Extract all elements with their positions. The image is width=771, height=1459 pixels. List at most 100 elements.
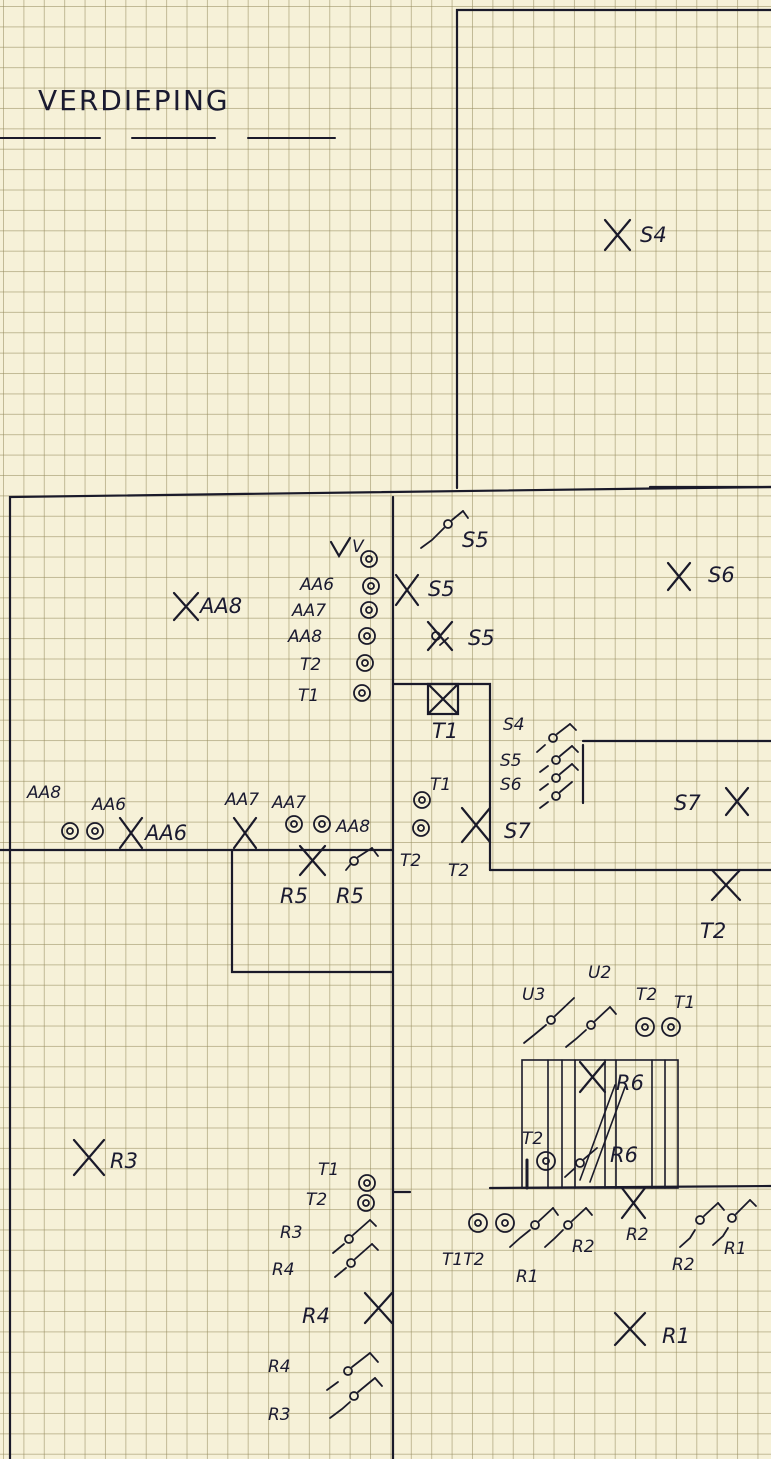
label-s5: S5 [428,577,455,601]
cross-icon [426,682,460,716]
socket-icon [313,815,331,833]
socket-icon [61,822,79,840]
label-s7: S7 [674,791,701,815]
label-r2: R2 [626,1225,649,1245]
socket-icon [86,822,104,840]
switch-icon [712,1199,757,1246]
label-s4: S4 [640,223,667,247]
label-r3: R3 [280,1223,303,1243]
cross-icon [363,1291,394,1325]
label-t1: T1 [432,719,458,743]
label-aa6: AA6 [91,795,126,815]
label-r4: R4 [272,1260,295,1280]
label-t2: T2 [300,655,321,675]
switch-icon [539,763,579,791]
socket-icon [635,1017,655,1037]
label-t1: T1 [318,1160,339,1180]
walls [0,8,771,1459]
label-r2: R2 [672,1255,695,1275]
switch-icon [565,1006,617,1048]
cross-icon [724,786,750,817]
label-aa7: AA7 [291,601,326,621]
label-aa7: AA7 [224,790,259,810]
cross-icon [232,816,258,850]
socket-icon [360,550,378,568]
cross-icon [710,868,742,902]
socket-icon [495,1213,515,1233]
cross-icon [172,591,200,622]
label-s5: S5 [500,751,522,771]
socket-icon [413,791,431,809]
label-r4: R4 [302,1304,330,1328]
label-r6: R6 [616,1071,644,1095]
socket-icon [412,819,430,837]
label-t2: T2 [400,851,421,871]
label-r1: R1 [662,1324,690,1348]
switch-icon [539,781,573,809]
label-t2: T2 [636,985,657,1005]
label-v: V [352,537,365,557]
cross-icon [394,573,420,607]
switch-icon [564,1147,598,1178]
label-r6: R6 [610,1143,638,1167]
switch-icon [509,1207,559,1248]
cross-icon [666,561,692,592]
label-aa8: AA8 [287,627,322,647]
switch-icon [523,997,575,1044]
cross-icon [620,1186,647,1220]
label-r1: R1 [724,1239,747,1259]
label-u3: U3 [522,985,545,1005]
switch-icon [431,631,449,646]
label-s4: S4 [503,715,525,735]
label-aa6: AA6 [143,821,187,845]
switch-icon [679,1202,725,1248]
cross-icon [613,1311,647,1347]
switch-icon [345,847,379,871]
cross-icon [460,806,492,844]
socket-icon [356,654,374,672]
cross-icon [578,1060,607,1094]
label-s6: S6 [708,563,735,587]
label-t2: T2 [448,861,469,881]
socket-icon [358,1174,376,1192]
socket-icon [661,1017,681,1037]
label-aa8: AA8 [26,783,61,803]
label-u2: U2 [588,963,611,983]
socket-icon [353,684,371,702]
label-t2: T2 [306,1190,327,1210]
label-aa8: AA8 [198,594,242,618]
label-t1: T1 [298,686,319,706]
label-aa7: AA7 [271,793,306,813]
title: VERDIEPING [38,84,230,117]
label-t1t2: T1T2 [442,1250,484,1270]
switch-icon [544,1207,593,1248]
switch-icon [536,723,577,753]
label-r2: R2 [572,1237,595,1257]
label-aa6: AA6 [299,575,334,595]
switch-icon [332,1219,377,1254]
label-t2: T2 [700,919,726,943]
label-t1: T1 [430,775,451,795]
label-s6: S6 [500,775,522,795]
label-r4: R4 [268,1357,291,1377]
cross-icon [298,844,327,877]
switch-icon [420,510,469,549]
socket-icon [285,815,303,833]
switch-icon [334,1243,379,1278]
cross-icon [118,816,144,850]
label-r5: R5 [280,884,308,908]
socket-icon [536,1151,556,1171]
cross-icon [603,218,632,252]
socket-icon [357,1194,375,1212]
socket-icon [468,1213,488,1233]
switch-icon [329,1377,383,1419]
cross-icon [72,1138,106,1177]
v-mark-icon [329,536,352,559]
label-r3: R3 [110,1149,138,1173]
socket-icon [358,627,376,645]
label-aa8: AA8 [335,817,370,837]
label-t1: T1 [674,993,695,1013]
switch-icon [326,1352,379,1391]
